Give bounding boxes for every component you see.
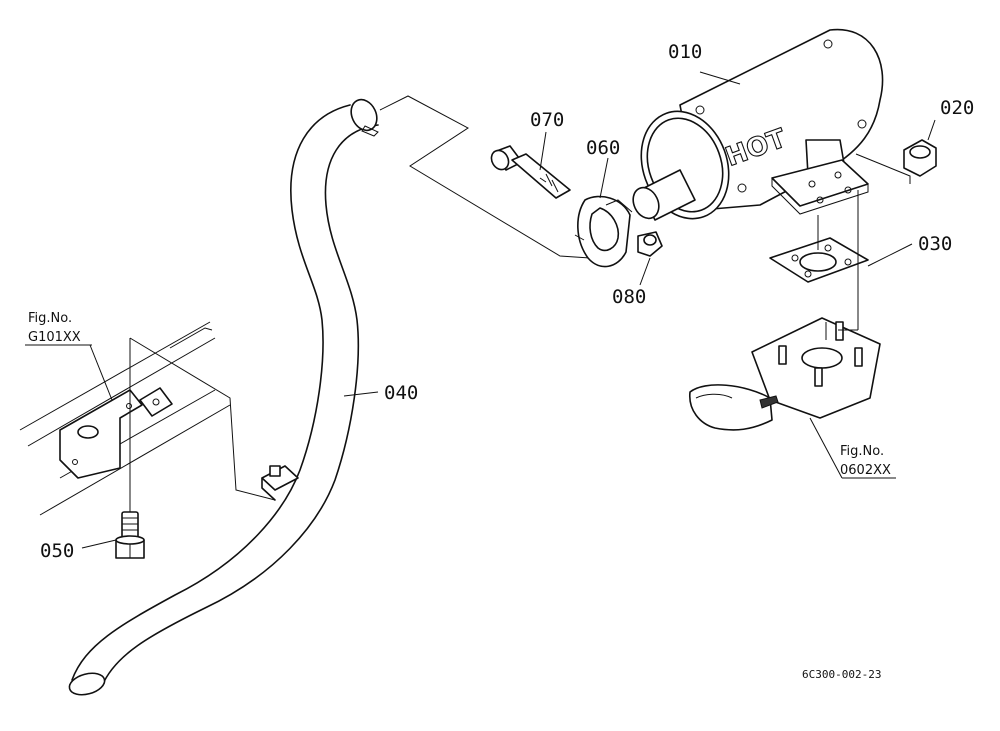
clamp-060 — [574, 195, 633, 268]
mount-lines — [129, 337, 276, 520]
label-030: 030 — [918, 233, 952, 255]
figure-references: Fig.No. G101XX Fig.No. 0602XX — [28, 311, 891, 478]
label-070: 070 — [530, 109, 564, 131]
label-050: 050 — [40, 540, 74, 562]
gasket-030 — [769, 190, 869, 330]
ref-0602xx-code: 0602XX — [840, 463, 891, 478]
frame-bracket — [19, 321, 231, 516]
ref-g101xx-code: G101XX — [28, 330, 81, 345]
label-060: 060 — [586, 137, 620, 159]
part-labels: 010 020 030 040 050 060 070 080 — [40, 41, 974, 562]
leader-lines — [25, 71, 936, 549]
exhaust-manifold — [689, 317, 881, 431]
ref-g101xx-title: Fig.No. — [28, 311, 72, 326]
nut-020 — [855, 139, 937, 184]
bolt-050 — [115, 511, 145, 559]
label-020: 020 — [940, 97, 974, 119]
muffler-010: HOT — [632, 28, 884, 221]
exhaust-pipe-040 — [68, 98, 379, 696]
bolt-070 — [490, 145, 571, 199]
label-010: 010 — [668, 41, 702, 63]
diagram-code: 6C300-002-23 — [802, 668, 881, 681]
nut-080 — [637, 231, 663, 257]
assembly-linkage — [379, 95, 591, 259]
label-080: 080 — [612, 286, 646, 308]
ref-0602xx-title: Fig.No. — [840, 444, 884, 459]
label-040: 040 — [384, 382, 418, 404]
